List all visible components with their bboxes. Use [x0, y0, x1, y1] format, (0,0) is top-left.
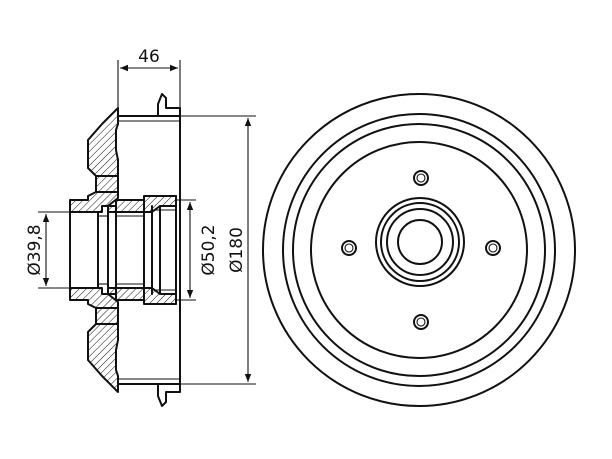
dimension-inner-bore-label: Ø39,8 — [25, 224, 45, 275]
hub-ring-middle — [380, 202, 460, 282]
dimension-hub: Ø50,2 — [176, 199, 219, 301]
drum-third-circle — [292, 123, 546, 377]
side-section-view: 46 Ø39,8 Ø50,2 Ø180 — [25, 47, 256, 407]
drum-second-circle — [282, 113, 556, 387]
drum-outer-circle — [262, 93, 576, 407]
dimension-hub-label: Ø50,2 — [199, 224, 219, 275]
hub-section-bottom — [69, 287, 177, 393]
bore-lines — [69, 195, 177, 305]
hub-ring-outer — [375, 197, 465, 287]
dimension-width-label: 46 — [138, 47, 160, 67]
plate-notch-bottom — [95, 307, 119, 325]
bolt-hole-bottom — [413, 314, 429, 330]
hub-section-top — [69, 107, 177, 213]
dimension-inner-bore: Ø39,8 — [25, 211, 70, 289]
drum-inner-circle — [310, 141, 528, 359]
bolt-hole-right — [485, 240, 501, 256]
drum-shell — [117, 115, 181, 385]
dimension-width: 46 — [117, 47, 181, 116]
dimension-drum: Ø180 — [180, 115, 256, 385]
hub-ring-inner — [386, 208, 454, 276]
bolt-hole-left — [341, 240, 357, 256]
hub-bore — [397, 219, 443, 265]
plate-notch-top — [95, 175, 119, 193]
rim-lip-bottom — [157, 383, 181, 407]
dimension-drum-label: Ø180 — [227, 227, 247, 273]
front-view — [262, 93, 576, 407]
bolt-hole-top — [413, 170, 429, 186]
rim-lip-top — [157, 93, 181, 117]
bolt-holes — [341, 170, 501, 330]
